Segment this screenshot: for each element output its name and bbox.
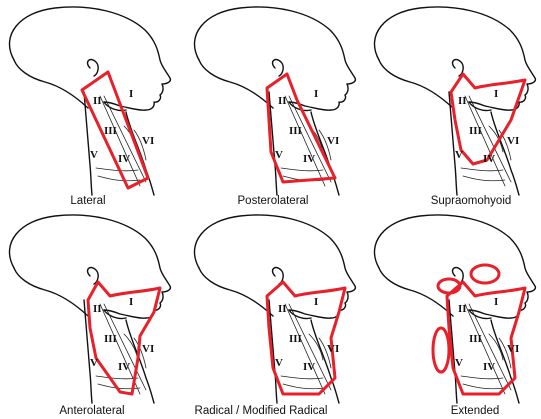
- level-v-label: V: [275, 149, 283, 161]
- panel-extended: II I III V IV VI Extended: [374, 215, 535, 417]
- level-iv-label: IV: [483, 361, 495, 373]
- level-i-label: I: [494, 88, 498, 100]
- level-v-label: V: [455, 357, 463, 369]
- level-ii-label: II: [93, 95, 102, 107]
- level-iii-label: III: [289, 125, 302, 137]
- level-i-label: I: [129, 296, 133, 308]
- level-iv-label: IV: [483, 153, 495, 165]
- panel-lateral: II I III V IV VI Lateral: [9, 7, 170, 207]
- level-v-label: V: [455, 149, 463, 161]
- panel-caption: Radical / Modified Radical: [195, 405, 328, 417]
- level-i-label: I: [494, 296, 498, 308]
- level-v-label: V: [275, 357, 283, 369]
- level-iii-label: III: [469, 333, 482, 345]
- level-vi-label: VI: [327, 343, 339, 355]
- panel-caption: Lateral: [70, 195, 105, 207]
- level-ii-label: II: [278, 95, 287, 107]
- panel-posterolateral: II I III V IV VI Posterolateral: [194, 7, 355, 207]
- level-iii-label: III: [104, 333, 117, 345]
- level-i-label: I: [314, 88, 318, 100]
- highlight-region-anterolateral: [88, 282, 160, 394]
- level-iv-label: IV: [118, 361, 130, 373]
- level-vi-label: VI: [327, 135, 339, 147]
- level-i-label: I: [129, 88, 133, 100]
- level-iv-label: IV: [303, 153, 315, 165]
- level-ii-label: II: [458, 95, 467, 107]
- level-iii-label: III: [104, 125, 117, 137]
- level-vi-label: VI: [142, 135, 154, 147]
- level-i-label: I: [314, 296, 318, 308]
- panel-caption: Supraomohyoid: [431, 195, 512, 207]
- level-vi-label: VI: [507, 343, 519, 355]
- level-ii-label: II: [278, 303, 287, 315]
- panel-anterolateral: II I III V IV VI Anterolateral: [9, 215, 170, 417]
- level-vi-label: VI: [142, 343, 154, 355]
- extended-region-ellipse-left: [433, 328, 449, 372]
- panel-supraomohyoid: II I III V IV VI Supraomohyoid: [374, 7, 535, 207]
- extended-region-ellipse-upper-right: [471, 265, 499, 283]
- level-ii-label: II: [458, 303, 467, 315]
- level-v-label: V: [90, 149, 98, 161]
- panel-caption: Extended: [451, 405, 500, 417]
- level-ii-label: II: [93, 303, 102, 315]
- panel-caption: Posterolateral: [238, 195, 309, 207]
- panel-radical-modified-radical: II I III V IV VI Radical / Modified Radi…: [194, 215, 355, 417]
- panel-caption: Anterolateral: [59, 405, 124, 417]
- level-vi-label: VI: [507, 135, 519, 147]
- level-iii-label: III: [469, 125, 482, 137]
- level-iv-label: IV: [118, 153, 130, 165]
- level-iii-label: III: [289, 333, 302, 345]
- level-iv-label: IV: [303, 361, 315, 373]
- level-v-label: V: [90, 357, 98, 369]
